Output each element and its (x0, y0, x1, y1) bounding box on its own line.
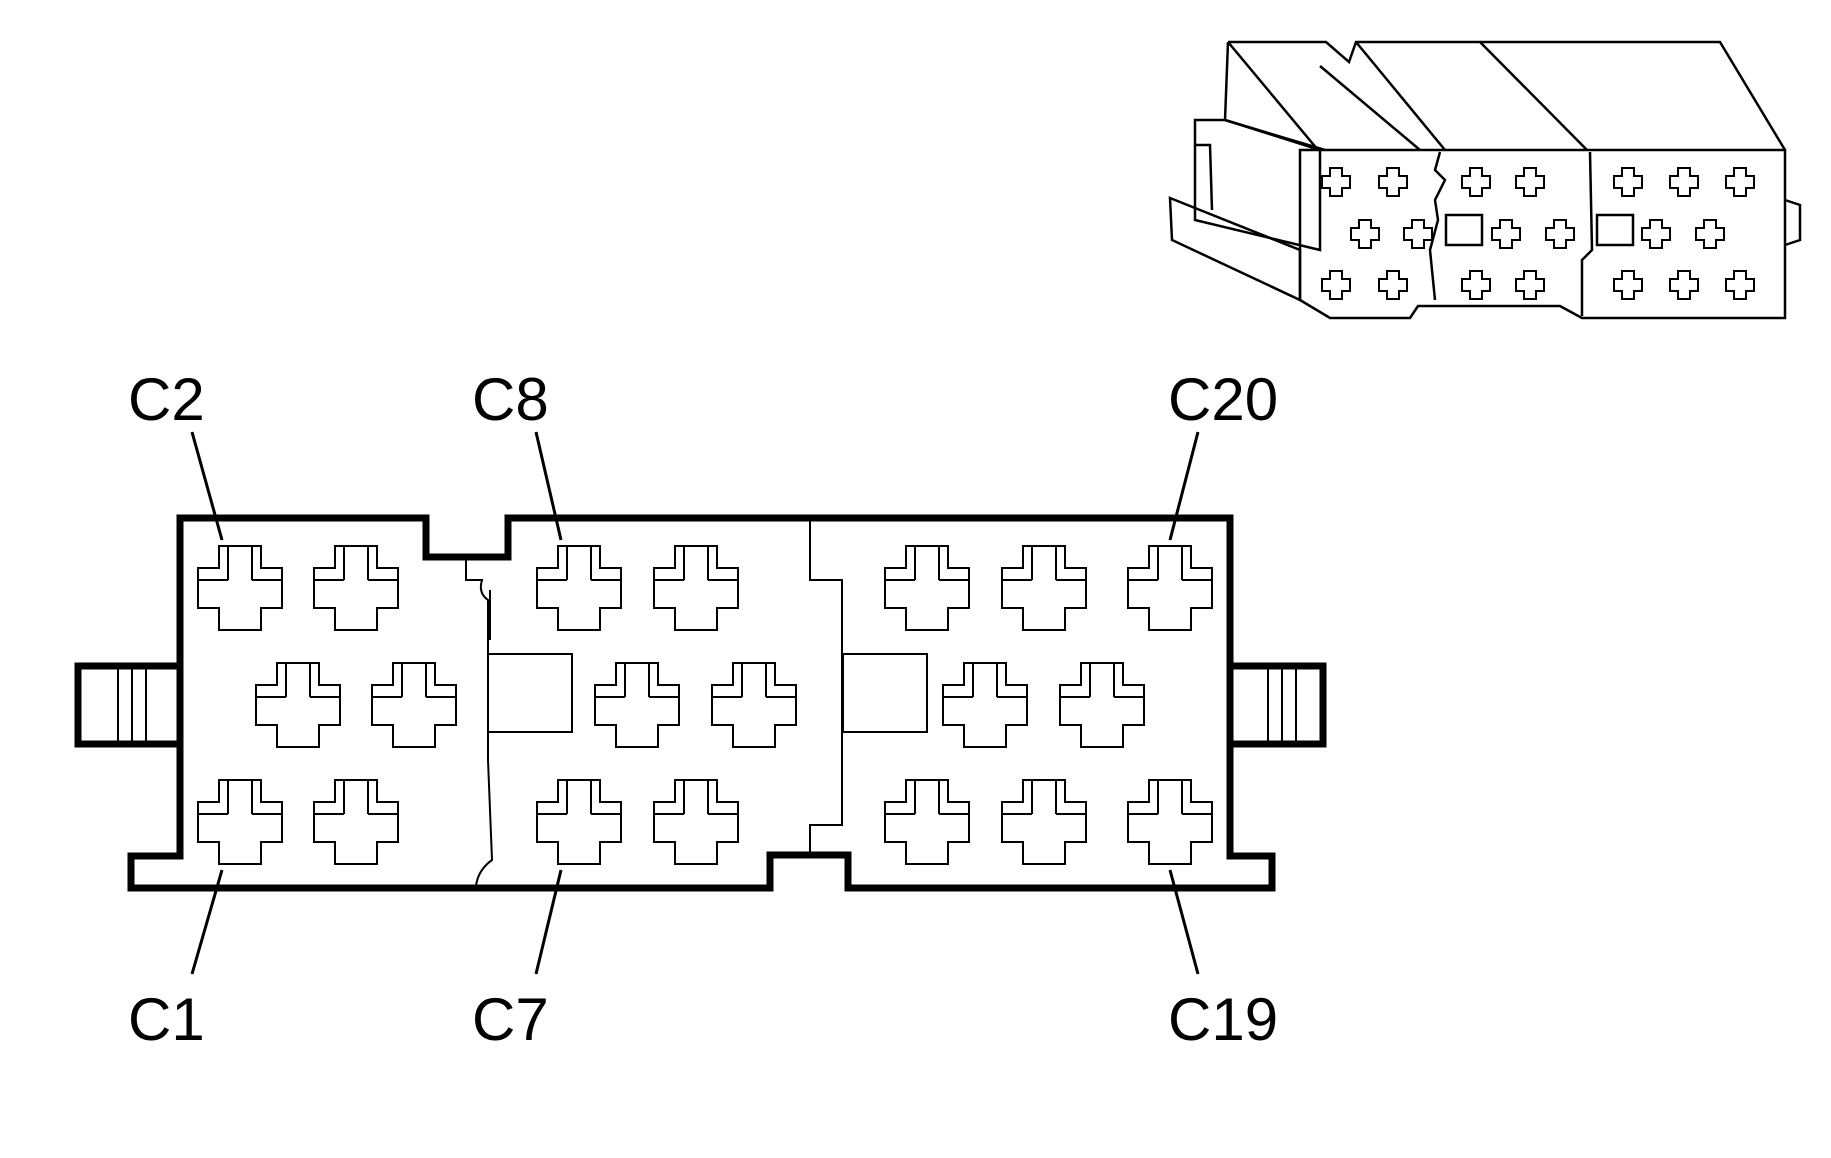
label-c1: C1 (128, 986, 205, 1053)
cavity-c11 (711, 662, 797, 748)
cavity-c13 (884, 779, 970, 865)
cavity-c6 (313, 779, 399, 865)
cavity-c1 (197, 779, 283, 865)
cavity-c17 (1059, 662, 1145, 748)
cavity-c14 (884, 545, 970, 631)
terminal-cavities (197, 545, 1213, 865)
thumbnail-cavities (1321, 167, 1755, 300)
cavity-c4 (313, 545, 399, 631)
cavity-c15 (942, 662, 1028, 748)
cavity-c18 (1001, 779, 1087, 865)
label-c7: C7 (472, 986, 549, 1053)
leader-c20 (1168, 431, 1200, 541)
label-c2: C2 (128, 366, 205, 433)
cavity-c5 (371, 662, 457, 748)
leader-lines (190, 431, 1200, 975)
connector-housing (74, 514, 1327, 892)
leader-c1 (190, 869, 224, 975)
cavity-c10 (653, 545, 739, 631)
leader-c2 (190, 431, 224, 541)
cavity-c19 (1127, 779, 1213, 865)
leader-c19 (1168, 869, 1200, 975)
label-c19: C19 (1168, 986, 1278, 1053)
label-c8: C8 (472, 366, 549, 433)
cavity-c2 (197, 545, 283, 631)
cavity-c12 (653, 779, 739, 865)
cavity-c20 (1127, 545, 1213, 631)
leader-c7 (534, 869, 563, 975)
connector-3d-icon (1168, 40, 1802, 320)
cavity-c8 (536, 545, 622, 631)
cavity-c3 (255, 662, 341, 748)
label-c20: C20 (1168, 366, 1278, 433)
cavity-c9 (594, 662, 680, 748)
cavity-c7 (536, 779, 622, 865)
pin-labels: C2 C8 C20 C1 C7 C19 (128, 366, 1278, 1053)
leader-c8 (534, 431, 563, 541)
cavity-c16 (1001, 545, 1087, 631)
